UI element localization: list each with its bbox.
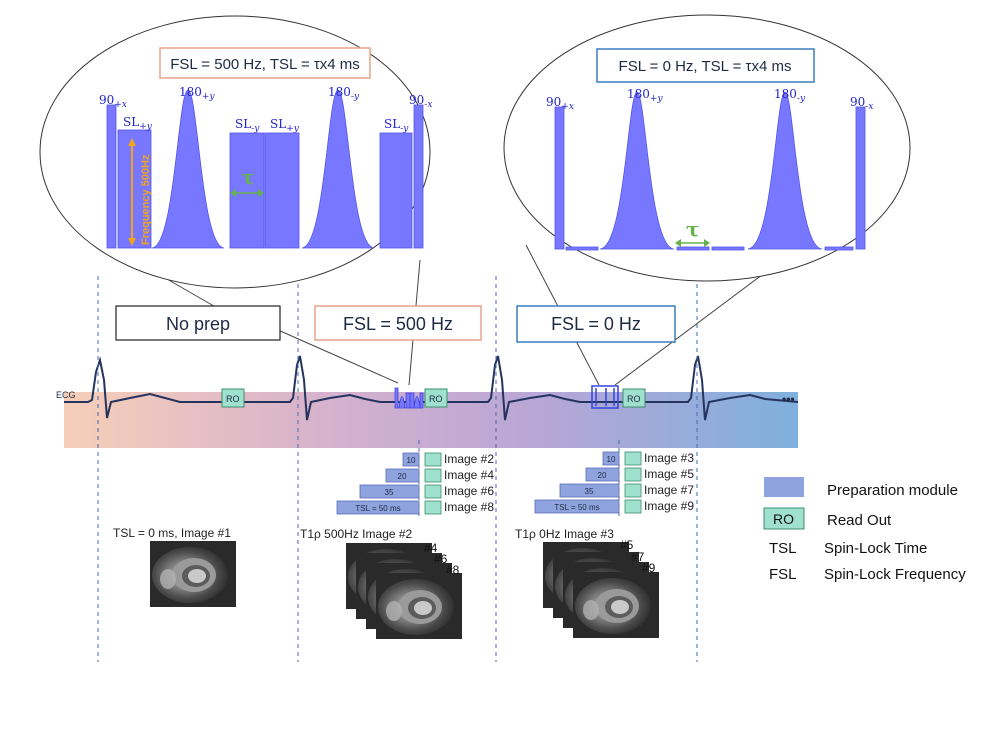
svg-text:No prep: No prep xyxy=(166,314,230,334)
caption-stack-500: T1ρ 500Hz Image #2 xyxy=(300,527,413,541)
label-180py-0: 180+y xyxy=(627,87,663,104)
stack-0-num-5: #5 xyxy=(620,538,634,552)
svg-text:TSL = 50 ms: TSL = 50 ms xyxy=(554,503,599,512)
label-sl-py-500: SL+y xyxy=(123,115,153,132)
legend-ro-label: Read Out xyxy=(827,512,892,529)
pulse-90mx-500 xyxy=(413,104,424,249)
svg-text:RO: RO xyxy=(226,394,240,404)
label-sl-my-500: SL-y xyxy=(235,117,260,134)
svg-text:RO: RO xyxy=(773,511,794,527)
svg-text:Image #9: Image #9 xyxy=(644,499,694,513)
readout-box-2: RO xyxy=(424,388,448,408)
pulse-180my-500 xyxy=(301,89,375,249)
svg-text:Image #8: Image #8 xyxy=(444,500,494,514)
gap-line-0-d xyxy=(824,246,854,251)
svg-text:FSL = 0 Hz, TSL = τx4 ms: FSL = 0 Hz, TSL = τx4 ms xyxy=(619,58,792,75)
label-180py-500: 180+y xyxy=(179,85,215,102)
gap-line-0-a xyxy=(565,246,599,251)
svg-text:20: 20 xyxy=(598,471,607,480)
legend-tsl-abbr: TSL xyxy=(769,540,797,557)
label-fsl-500: FSL = 500 Hz xyxy=(314,305,482,341)
readout-box-3: RO xyxy=(622,388,646,408)
caption-stack-0: T1ρ 0Hz Image #3 xyxy=(515,527,614,541)
svg-text:Image #4: Image #4 xyxy=(444,468,494,482)
legend-prep-swatch xyxy=(764,477,804,497)
legend-fsl-abbr: FSL xyxy=(769,566,797,583)
prep-glyph-0 xyxy=(591,385,619,409)
tau-marker-0: τ xyxy=(675,217,710,247)
spinlock-py-500 xyxy=(117,129,152,249)
label-180my-0: 180-y xyxy=(774,87,806,104)
svg-text:τ: τ xyxy=(241,165,254,189)
prep-glyph-500 xyxy=(394,387,424,409)
label-90x-0: 90+x xyxy=(546,95,574,112)
svg-text:RO: RO xyxy=(627,394,641,404)
gap-line-0-c xyxy=(711,246,745,251)
svg-text:10: 10 xyxy=(407,456,416,465)
gap-line-0-b xyxy=(676,246,710,251)
title-box-500: FSL = 500 Hz, TSL = τx4 ms xyxy=(159,47,371,79)
caption-image-1: TSL = 0 ms, Image #1 xyxy=(113,526,231,540)
tau-marker-500: τ xyxy=(230,165,264,197)
mri-image-1 xyxy=(150,541,236,607)
pulse-180my-0 xyxy=(747,91,823,250)
label-90mx-500: 90-x xyxy=(409,93,432,110)
stack-500-num-6: #6 xyxy=(434,552,448,566)
label-180my-500: 180-y xyxy=(328,85,360,102)
pulse-90x-500 xyxy=(106,104,117,249)
svg-text:35: 35 xyxy=(585,487,594,496)
svg-text:FSL = 500 Hz, TSL = τx4 ms: FSL = 500 Hz, TSL = τx4 ms xyxy=(170,56,360,73)
stack-0-num-7: #7 xyxy=(631,550,645,564)
svg-text:35: 35 xyxy=(385,488,394,497)
stack-0-num-9: #9 xyxy=(642,561,656,575)
svg-text:20: 20 xyxy=(398,472,407,481)
legend-prep-label: Preparation module xyxy=(827,482,958,499)
title-box-0: FSL = 0 Hz, TSL = τx4 ms xyxy=(596,48,815,83)
readout-box-1: RO xyxy=(221,388,245,408)
svg-text:Image #3: Image #3 xyxy=(644,451,694,465)
svg-text:Image #7: Image #7 xyxy=(644,483,694,497)
frequency-label: Frequency 500Hz xyxy=(140,154,152,245)
label-90x-500: 90+x xyxy=(99,93,127,110)
label-fsl-0: FSL = 0 Hz xyxy=(516,305,676,343)
pulse-180py-0 xyxy=(599,91,675,250)
label-no-prep: No prep xyxy=(115,305,281,341)
spinlock-my2-500 xyxy=(379,132,413,249)
pulse-90mx-0 xyxy=(855,106,866,250)
legend-fsl-label: Spin-Lock Frequency xyxy=(824,566,966,583)
svg-text:Image #5: Image #5 xyxy=(644,467,694,481)
svg-text:TSL = 50 ms: TSL = 50 ms xyxy=(355,504,400,513)
svg-text:RO: RO xyxy=(429,394,443,404)
pulse-90x-0 xyxy=(554,106,565,250)
label-sl-my2-500: SL-y xyxy=(384,117,409,134)
svg-text:Image #2: Image #2 xyxy=(444,452,494,466)
label-90mx-0: 90-x xyxy=(850,95,873,112)
ellipsis-marker: ••• xyxy=(782,392,795,406)
stack-500-num-4: #4 xyxy=(424,541,438,555)
svg-text:τ: τ xyxy=(686,217,699,241)
legend-ro-box xyxy=(763,507,805,530)
spinlock-py2-500 xyxy=(264,132,300,249)
legend: Preparation module RO Read Out TSL Spin-… xyxy=(763,477,966,583)
svg-text:10: 10 xyxy=(607,455,616,464)
ecg-label: ECG xyxy=(56,390,76,400)
frequency-arrow: Frequency 500Hz xyxy=(128,138,152,246)
label-sl-py2-500: SL+y xyxy=(270,117,300,134)
pulse-180py-500 xyxy=(151,89,225,249)
schedule-500: 10 20 35 TSL = 50 ms Image #2 Image #4 I… xyxy=(336,452,494,515)
svg-text:FSL = 500 Hz: FSL = 500 Hz xyxy=(343,314,453,334)
stack-500-num-8: #8 xyxy=(446,563,460,577)
legend-tsl-label: Spin-Lock Time xyxy=(824,540,927,557)
svg-text:Image #6: Image #6 xyxy=(444,484,494,498)
svg-text:FSL = 0 Hz: FSL = 0 Hz xyxy=(551,314,641,334)
schedule-0: 10 20 35 TSL = 50 ms Image #3 Image #5 I… xyxy=(534,451,694,514)
